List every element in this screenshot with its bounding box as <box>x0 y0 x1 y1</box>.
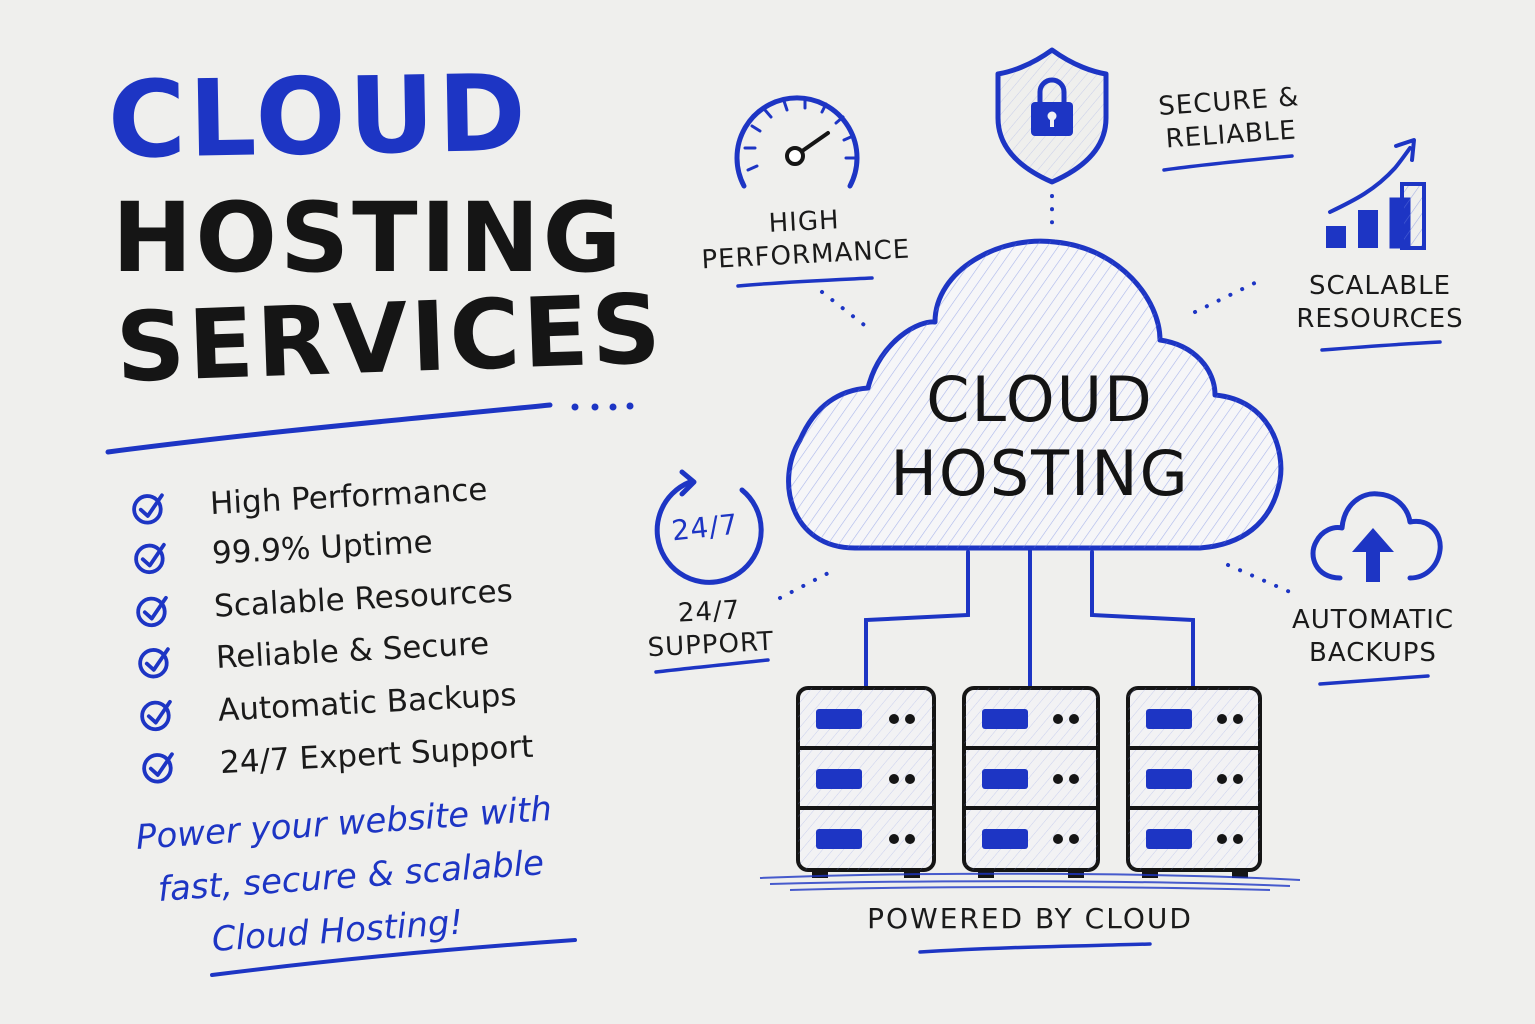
scalable-underline <box>1320 340 1442 352</box>
support-underline <box>654 658 770 674</box>
checklist-item: 24/7 Expert Support <box>139 728 534 787</box>
checklist-item: Reliable & Secure <box>135 625 490 681</box>
checklist-item: Automatic Backups <box>137 676 517 734</box>
speedometer-icon <box>734 95 860 189</box>
feature-backups-label: AUTOMATIC BACKUPS <box>1290 604 1456 669</box>
title-hosting: HOSTING <box>112 182 625 294</box>
server-rack-1 <box>796 686 936 878</box>
check-circle-icon <box>138 647 170 679</box>
check-circle-icon <box>132 493 164 525</box>
checklist-item: 99.9% Uptime <box>131 523 433 577</box>
server-cables <box>864 546 1195 692</box>
feature-backups-line-1: AUTOMATIC <box>1291 605 1455 635</box>
shield-lock-icon <box>995 47 1109 185</box>
title-underline <box>105 402 634 455</box>
check-circle-icon <box>136 595 168 628</box>
check-circle-icon <box>134 542 166 575</box>
feature-scalable-label: SCALABLE RESOURCES <box>1290 270 1470 335</box>
checklist-item: Scalable Resources <box>133 572 514 630</box>
feature-scalable-line-1: SCALABLE <box>1308 271 1452 301</box>
feature-scalable-line-2: RESOURCES <box>1296 303 1464 334</box>
server-rack-3 <box>1126 686 1262 878</box>
check-circle-icon <box>142 752 174 784</box>
feature-performance-label: HIGH PERFORMANCE <box>698 201 911 277</box>
cloud-title-line-2: HOSTING <box>890 437 1190 510</box>
dotted-connectors <box>778 194 1292 600</box>
cloud-upload-icon <box>1310 491 1443 582</box>
powered-underline <box>918 942 1152 954</box>
checklist-item: High Performance <box>129 471 488 528</box>
feature-backups-line-2: BACKUPS <box>1309 637 1437 668</box>
secure-underline <box>1162 154 1294 172</box>
check-circle-icon <box>140 699 172 732</box>
server-ground-scribble <box>759 872 1301 891</box>
server-rack-2 <box>962 686 1100 878</box>
feature-support-label: 24/7 SUPPORT <box>638 592 781 664</box>
feature-secure-label: SECURE & RELIABLE <box>1148 80 1312 156</box>
cloud-title-line-1: CLOUD <box>926 363 1154 436</box>
performance-underline <box>736 276 874 288</box>
refresh-24-7-icon <box>654 469 764 585</box>
powered-by-caption: POWERED BY CLOUD <box>867 902 1193 935</box>
backups-underline <box>1318 674 1430 686</box>
bar-chart-growth-icon <box>1326 138 1426 250</box>
cloud-hosting-shape <box>786 238 1284 551</box>
tagline-underline <box>210 938 577 977</box>
